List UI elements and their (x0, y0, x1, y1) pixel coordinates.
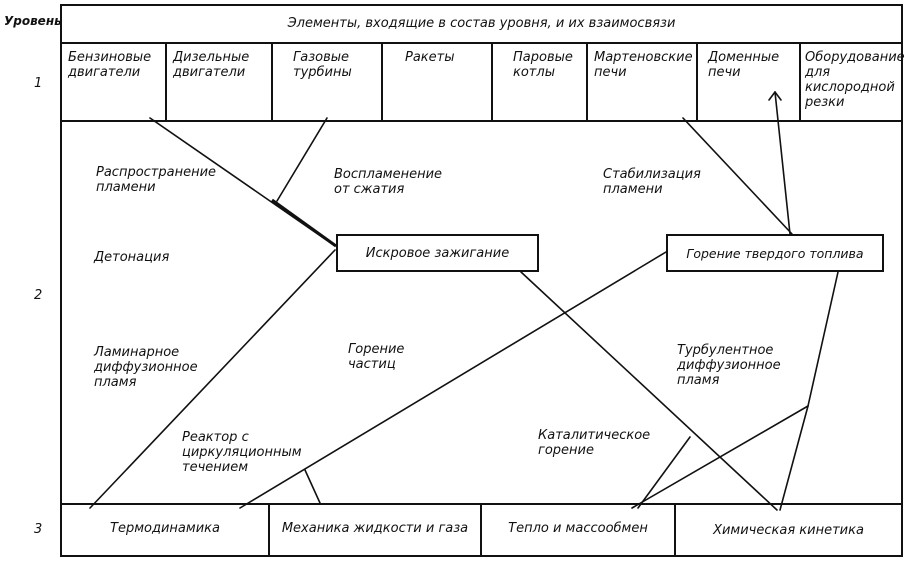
level1-cell-steam-boilers: Паровые котлы (491, 44, 586, 120)
connector-turbine-to-propagation (276, 117, 328, 202)
level1-cell-gas-turbines: Газовые турбины (271, 44, 381, 120)
connector-bend-to-heat (631, 405, 809, 509)
thermodynamics: Термодинамика (110, 521, 220, 536)
flame-stabilization: Стабилизация пламени (603, 167, 701, 197)
connector-catalytic-to-heat (637, 436, 691, 509)
level-number-2: 2 (34, 288, 43, 303)
connector-blast-arrow-a (768, 91, 776, 101)
level1-row: Бензиновые двигатели Дизельные двигатели… (60, 42, 905, 122)
connector-blast-arrow-b (774, 91, 782, 101)
catalytic-combustion: Каталитическое горение (538, 428, 651, 458)
circulating-flow-reactor: Реактор с циркуляционным течением (182, 430, 302, 475)
level1-cell-open-hearth-furnaces: Мартеновские печи (586, 44, 696, 120)
level-number-3: 3 (34, 522, 43, 537)
spark-ignition-label: Искровое зажигание (365, 246, 510, 261)
connector-reactor-to-fluid (304, 469, 321, 504)
level3-row: Термодинамика Механика жидкости и газа Т… (60, 503, 903, 557)
header-title: Элементы, входящие в состав уровня, и их… (287, 16, 676, 31)
connector-solidfuel-to-thermo (239, 251, 667, 509)
spark-ignition-box: Искровое зажигание (336, 234, 539, 272)
level1-cell-blast-furnaces: Доменные печи (696, 44, 799, 120)
solid-fuel-box: Горение твердого топлива (666, 234, 884, 272)
connector-bend-to-kinetics (779, 405, 809, 511)
connector-solidfuel-to-bend (807, 271, 839, 407)
fluid-mechanics: Механика жидкости и газа (268, 505, 480, 555)
level1-cell-rockets: Ракеты (381, 44, 491, 120)
connector-blast-to-solidfuel (774, 91, 791, 235)
level-column-header: Уровень (4, 14, 62, 28)
particle-combustion: Горение частиц (348, 342, 405, 372)
level-number-1: 1 (34, 76, 43, 91)
level1-cell-diesel-engines: Дизельные двигатели (165, 44, 271, 120)
chemical-kinetics: Химическая кинетика (674, 505, 901, 555)
connector-spark-to-thermo (89, 249, 336, 509)
level1-cell-gasoline-engines: Бензиновые двигатели (68, 50, 152, 80)
detonation: Детонация (94, 250, 170, 265)
solid-fuel-label: Горение твердого топлива (686, 246, 864, 261)
connector-thick-segment (271, 198, 337, 248)
flame-propagation: Распространение пламени (96, 165, 217, 195)
connector-openhearth-to-solidfuel (682, 117, 793, 235)
heat-mass-transfer: Тепло и массообмен (480, 505, 674, 555)
laminar-diffusion-flame: Ламинарное диффузионное пламя (94, 345, 198, 390)
turbulent-diffusion-flame: Турбулентное диффузионное пламя (677, 343, 781, 388)
level1-cell-oxygen-cutting: Оборудование для кислородной резки (799, 44, 905, 120)
compression-ignition: Воспламенение от сжатия (334, 167, 443, 197)
connector-spark-to-kinetics (520, 271, 778, 511)
